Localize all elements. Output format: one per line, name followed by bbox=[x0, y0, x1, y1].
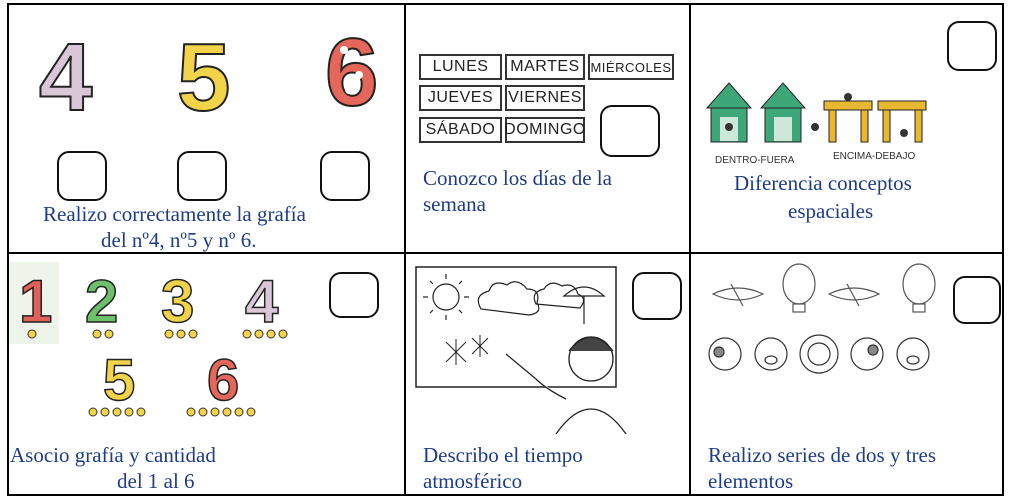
sun-icon bbox=[423, 274, 469, 320]
digits-quantity-illustration: 1 2 3 4 5 6 bbox=[9, 262, 288, 417]
evaluation-grid: 4 5 6 Realizo correctamente la grafía de… bbox=[7, 3, 1004, 496]
caption-line-1: Diferencia conceptos bbox=[734, 171, 912, 195]
grid-divider bbox=[404, 5, 406, 494]
digit-6-illustration: 6 bbox=[207, 348, 239, 413]
day-label: LUNES bbox=[419, 54, 502, 80]
caption-line-1: Conozco los días de la bbox=[423, 166, 612, 190]
snowflake-icon bbox=[445, 335, 489, 365]
caption-line-2: espaciales bbox=[788, 199, 874, 223]
checkbox-dias[interactable] bbox=[600, 105, 660, 157]
decoration-dot bbox=[340, 46, 348, 54]
digit-6-illustration: 6 bbox=[325, 19, 378, 126]
cell-tiempo: Describo el tiempo atmosférico bbox=[406, 254, 689, 498]
cell-series: Realizo series de dos y tres elementos bbox=[691, 254, 1004, 498]
checkbox-grafia-cantidad[interactable] bbox=[329, 272, 379, 318]
caption-line-1: Realizo correctamente la grafía bbox=[43, 202, 306, 226]
teacher-figure bbox=[505, 336, 627, 434]
house-icon bbox=[705, 82, 753, 143]
decoration-dot bbox=[345, 86, 353, 94]
checkbox-digit-4[interactable] bbox=[57, 151, 107, 201]
grid-divider bbox=[689, 5, 691, 494]
digit-4-illustration: 4 bbox=[39, 24, 92, 131]
day-label: VIERNES bbox=[505, 85, 585, 111]
digit-2-illustration: 2 bbox=[85, 268, 118, 335]
digits-illustration: 4 5 6 bbox=[38, 18, 379, 132]
caption-line-2: del 1 al 6 bbox=[117, 469, 195, 493]
day-label: DOMINGO bbox=[504, 117, 585, 143]
cow-icon bbox=[850, 337, 884, 371]
digit-5-illustration: 5 bbox=[103, 348, 135, 413]
ball-icon bbox=[811, 123, 819, 131]
day-label: MARTES bbox=[505, 54, 585, 80]
day-label: MIÉRCOLES bbox=[588, 54, 674, 80]
caption-line-2: semana bbox=[423, 192, 486, 216]
spatial-illustration bbox=[705, 82, 927, 143]
house-icon bbox=[759, 82, 807, 143]
pig-icon bbox=[896, 337, 930, 371]
digit-5-illustration: 5 bbox=[177, 24, 230, 131]
label-dentro-fuera: DENTRO-FUERA bbox=[715, 155, 795, 166]
caption-line-1: Asocio grafía y cantidad bbox=[10, 443, 216, 467]
cell-dias-semana: LUNES MARTES MIÉRCOLES JUEVES VIERNES SÁ… bbox=[406, 5, 689, 252]
cell-conceptos-espaciales: DENTRO-FUERA ENCIMA-DEBAJO Diferencia co… bbox=[691, 5, 1004, 252]
balloon-icon bbox=[782, 263, 816, 313]
digit-3-illustration: 3 bbox=[161, 268, 194, 335]
caption-line-2: atmosférico bbox=[423, 469, 523, 493]
day-label: SÁBADO bbox=[419, 117, 502, 143]
digit-4-illustration: 4 bbox=[245, 268, 279, 335]
airplane-icon bbox=[827, 283, 881, 307]
caption-line-1: Realizo series de dos y tres bbox=[708, 443, 937, 467]
day-label: JUEVES bbox=[419, 85, 502, 111]
table-icon bbox=[823, 93, 873, 143]
checkbox-digit-5[interactable] bbox=[177, 151, 227, 201]
series-illustration bbox=[708, 263, 936, 374]
caption-line-2: del nº4, nº5 y nº 6. bbox=[101, 228, 257, 252]
checkbox-series[interactable] bbox=[953, 276, 1001, 324]
weather-illustration bbox=[415, 266, 627, 434]
grid-divider bbox=[9, 252, 1002, 254]
cell-grafia-numeros: 4 5 6 Realizo correctamente la grafía de… bbox=[9, 5, 404, 252]
cell-grafia-cantidad: 1 2 3 4 5 6 Asocio grafía y cantidad del… bbox=[9, 254, 404, 498]
caption-line-2: elementos bbox=[708, 469, 794, 493]
quantity-dots bbox=[27, 329, 288, 417]
cloud-icon bbox=[477, 281, 585, 316]
checkbox-digit-6[interactable] bbox=[320, 151, 370, 201]
pig-icon bbox=[754, 337, 788, 371]
digit-1-illustration: 1 bbox=[19, 268, 52, 335]
label-encima-debajo: ENCIMA-DEBAJO bbox=[833, 151, 916, 162]
airplane-icon bbox=[711, 283, 765, 307]
cow-icon bbox=[708, 337, 742, 371]
lion-icon bbox=[799, 334, 839, 374]
umbrella-icon bbox=[562, 286, 606, 324]
checkbox-tiempo[interactable] bbox=[632, 272, 682, 320]
checkbox-conceptos[interactable] bbox=[947, 21, 997, 71]
table-icon bbox=[877, 100, 927, 143]
balloon-icon bbox=[902, 263, 936, 313]
caption-line-1: Describo el tiempo bbox=[423, 443, 583, 467]
decoration-dot bbox=[355, 71, 363, 79]
